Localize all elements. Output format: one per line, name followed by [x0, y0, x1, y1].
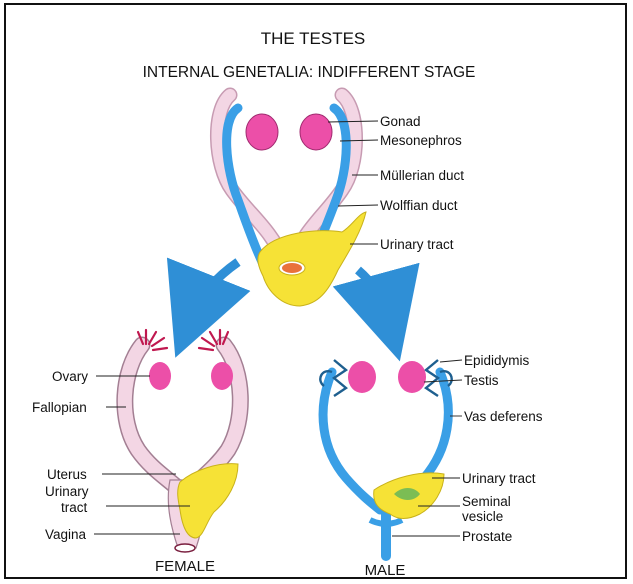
- label-mesonephros: Mesonephros: [380, 133, 462, 148]
- label-urinary-tract-male: Urinary tract: [462, 471, 536, 486]
- label-prostate: Prostate: [462, 529, 512, 544]
- label-vas-deferens: Vas deferens: [464, 409, 543, 424]
- label-urinary-tract-indifferent: Urinary tract: [380, 237, 454, 252]
- label-seminal-2: vesicle: [462, 509, 503, 524]
- testis-left: [348, 361, 376, 393]
- female-diagram: Ovary Fallopian Uterus Urinary tract Vag…: [32, 330, 240, 575]
- male-caption: MALE: [365, 562, 406, 579]
- gonad-left: [246, 114, 278, 150]
- vas-deferens-left: [323, 372, 380, 510]
- label-gonad: Gonad: [380, 114, 421, 129]
- label-seminal-1: Seminal: [462, 494, 511, 509]
- arrow-to-female: [192, 262, 238, 316]
- figure-title: THE TESTES: [261, 29, 366, 48]
- female-caption: FEMALE: [155, 558, 215, 575]
- label-urinary-female-1: Urinary: [45, 484, 89, 499]
- male-diagram: Epididymis Testis Vas deferens Urinary t…: [320, 353, 543, 579]
- label-fallopian: Fallopian: [32, 400, 87, 415]
- figure-subtitle: INTERNAL GENETALIA: INDIFFERENT STAGE: [143, 64, 476, 81]
- gonad-right: [300, 114, 332, 150]
- label-wolffian-duct: Wolffian duct: [380, 198, 458, 213]
- arrow-to-male: [358, 270, 388, 318]
- testis-right: [398, 361, 426, 393]
- indifferent-stage: Gonad Mesonephros Müllerian duct Wolffia…: [217, 95, 464, 306]
- label-testis: Testis: [464, 373, 499, 388]
- ovary-right: [211, 362, 233, 390]
- label-ovary: Ovary: [52, 369, 88, 384]
- label-urinary-female-2: tract: [61, 500, 88, 515]
- urinary-tract-female: [178, 464, 238, 538]
- label-mullerian-duct: Müllerian duct: [380, 168, 464, 183]
- label-uterus: Uterus: [47, 467, 87, 482]
- ovary-left: [149, 362, 171, 390]
- label-epididymis: Epididymis: [464, 353, 530, 368]
- label-vagina: Vagina: [45, 527, 87, 542]
